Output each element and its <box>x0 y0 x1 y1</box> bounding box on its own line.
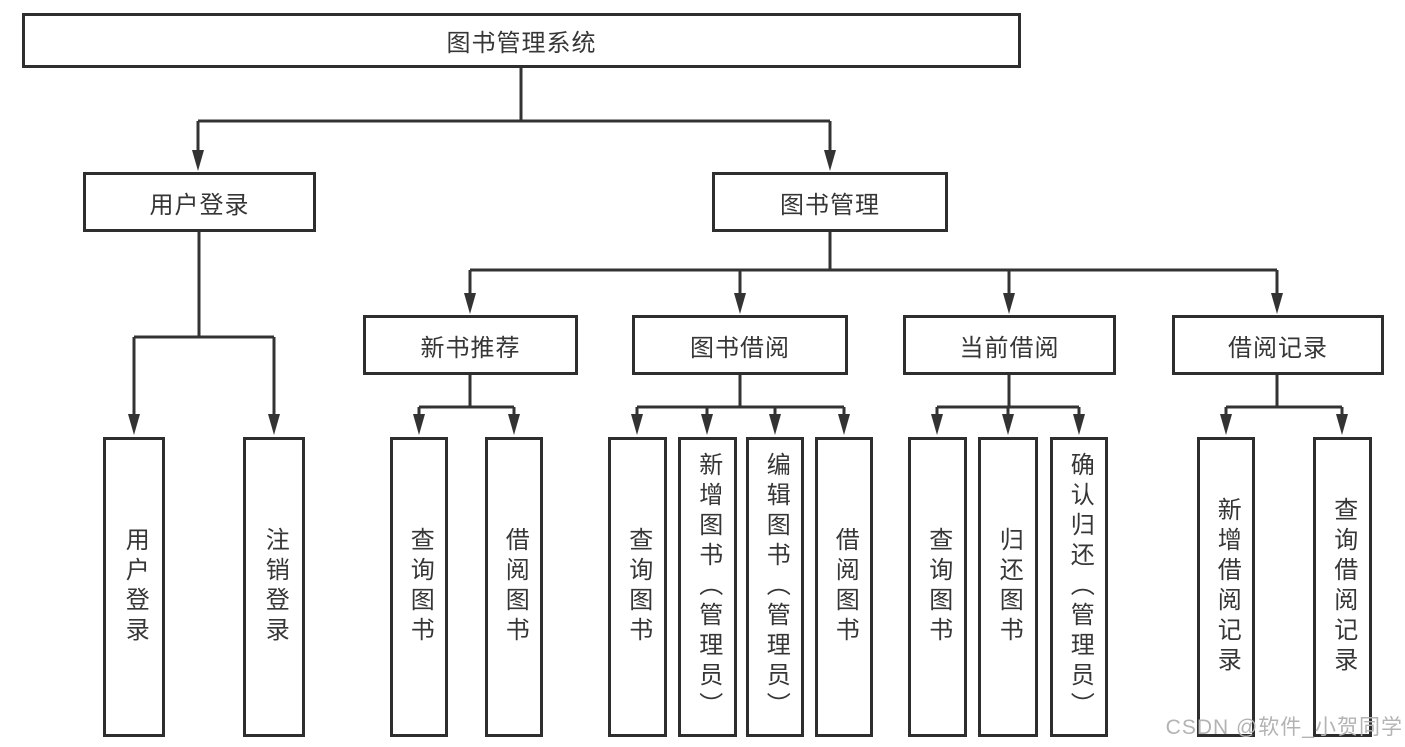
node-label: 图书管理系统 <box>446 30 597 57</box>
leaf-label: 注销登录 <box>261 527 289 647</box>
connector-root <box>196 68 832 152</box>
arrowheads-borrow <box>631 414 850 435</box>
connector-mgmt <box>468 232 1279 295</box>
node-label: 用户登录 <box>149 191 250 219</box>
csdn-watermark: CSDN @软件_小贺同学 <box>1165 716 1403 739</box>
connector-current <box>935 375 1081 416</box>
leaf-add-borrow-record: 新增借阅记录 <box>1197 437 1255 737</box>
node-library-system: 图书管理系统 <box>22 13 1021 68</box>
node-user-login: 用户登录 <box>83 172 316 232</box>
arrowheads-mgmt <box>464 293 1283 314</box>
leaf-borrow-books: 借阅图书 <box>815 437 873 737</box>
leaf-label: 用户登录 <box>121 527 149 647</box>
leaf-label: 查询图书 <box>924 527 952 647</box>
leaf-label: 借阅图书 <box>501 527 529 647</box>
arrowheads-login <box>128 414 280 435</box>
leaf-confirm-return-admin: 确认归还（管理员） <box>1050 437 1108 737</box>
leaf-label: 查询图书 <box>624 527 652 647</box>
arrowheads-root <box>192 150 836 171</box>
leaf-query-books: 查询图书 <box>908 437 967 737</box>
node-book-management: 图书管理 <box>712 172 948 232</box>
leaf-label: 查询借阅记录 <box>1329 497 1357 677</box>
leaf-query-books: 查询图书 <box>390 437 448 737</box>
leaf-query-borrow-record: 查询借阅记录 <box>1313 437 1372 737</box>
arrowheads-newbook <box>413 414 520 435</box>
leaf-add-book-admin: 新增图书（管理员） <box>678 437 737 737</box>
leaf-label: 查询图书 <box>406 527 434 647</box>
leaf-label: 归还图书 <box>995 527 1023 647</box>
leaf-label: 新增图书（管理员） <box>694 452 722 722</box>
leaf-query-books: 查询图书 <box>608 437 667 737</box>
node-borrow-record: 借阅记录 <box>1172 315 1384 375</box>
node-book-borrow: 图书借阅 <box>632 315 848 375</box>
node-current-borrow: 当前借阅 <box>903 315 1116 375</box>
connector-login <box>132 232 276 416</box>
node-label: 新书推荐 <box>420 334 521 362</box>
connector-borrow <box>635 375 846 416</box>
node-label: 当前借阅 <box>959 334 1060 362</box>
leaf-label: 借阅图书 <box>831 527 859 647</box>
connector-record <box>1224 375 1344 416</box>
node-new-book-recommend: 新书推荐 <box>363 315 578 375</box>
arrowheads-current <box>931 414 1085 435</box>
node-label: 借阅记录 <box>1228 334 1328 362</box>
node-label: 图书管理 <box>780 191 880 219</box>
leaf-return-books: 归还图书 <box>978 437 1038 737</box>
leaf-label: 编辑图书（管理员） <box>762 452 790 722</box>
arrowheads-record <box>1220 414 1348 435</box>
connector-newbook <box>417 375 516 416</box>
leaf-user-login: 用户登录 <box>103 437 165 737</box>
leaf-borrow-books: 借阅图书 <box>485 437 543 737</box>
leaf-label: 新增借阅记录 <box>1213 497 1241 677</box>
leaf-logout: 注销登录 <box>243 437 305 737</box>
leaf-label: 确认归还（管理员） <box>1066 452 1094 722</box>
leaf-edit-book-admin: 编辑图书（管理员） <box>746 437 804 737</box>
node-label: 图书借阅 <box>690 334 790 362</box>
